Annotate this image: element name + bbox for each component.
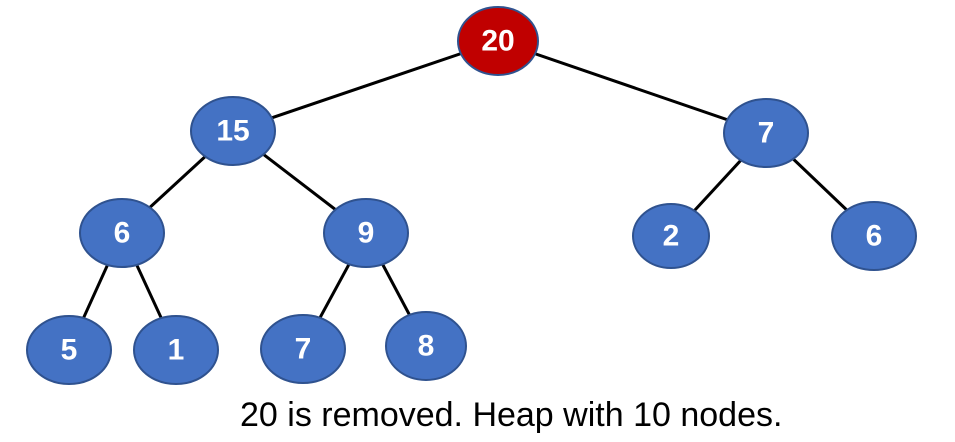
node-value: 2	[663, 220, 680, 253]
node-value: 6	[114, 217, 131, 250]
node-value: 7	[295, 333, 312, 366]
node-value: 6	[866, 220, 883, 253]
node-ellipse	[190, 96, 276, 166]
heap-node: 9	[323, 198, 409, 268]
node-ellipse	[79, 198, 165, 268]
node-value: 1	[168, 334, 185, 367]
node-ellipse	[723, 98, 809, 168]
node-ellipse	[831, 201, 917, 271]
node-value: 15	[216, 115, 249, 148]
removed-root-node: 20	[457, 6, 539, 76]
node-value: 5	[61, 334, 78, 367]
node-ellipse	[260, 314, 346, 384]
heap-node: 15	[190, 96, 276, 166]
edges-layer	[67, 39, 876, 351]
heap-node: 6	[79, 198, 165, 268]
heap-node: 8	[385, 311, 467, 381]
heap-node: 7	[260, 314, 346, 384]
edge-root-n15	[232, 39, 499, 133]
caption: 20 is removed. Heap with 10 nodes.	[240, 396, 783, 434]
heap-node: 1	[133, 315, 219, 385]
node-ellipse	[457, 6, 539, 76]
heap-tree-diagram: 20 15 7 6 9 2 6 5 1 7 8	[26, 6, 917, 385]
node-ellipse	[385, 311, 467, 381]
node-value: 20	[481, 25, 514, 58]
node-ellipse	[133, 315, 219, 385]
heap-node: 5	[26, 315, 112, 385]
edge-root-n7a	[497, 39, 767, 135]
node-value: 9	[358, 217, 375, 250]
heap-node: 2	[632, 203, 710, 269]
node-ellipse	[323, 198, 409, 268]
heap-node: 7	[723, 98, 809, 168]
node-value: 7	[758, 117, 775, 150]
node-value: 8	[418, 330, 435, 363]
node-ellipse	[632, 203, 710, 269]
heap-node: 6	[831, 201, 917, 271]
node-ellipse	[26, 315, 112, 385]
nodes-layer: 20 15 7 6 9 2 6 5 1 7 8	[26, 6, 917, 385]
